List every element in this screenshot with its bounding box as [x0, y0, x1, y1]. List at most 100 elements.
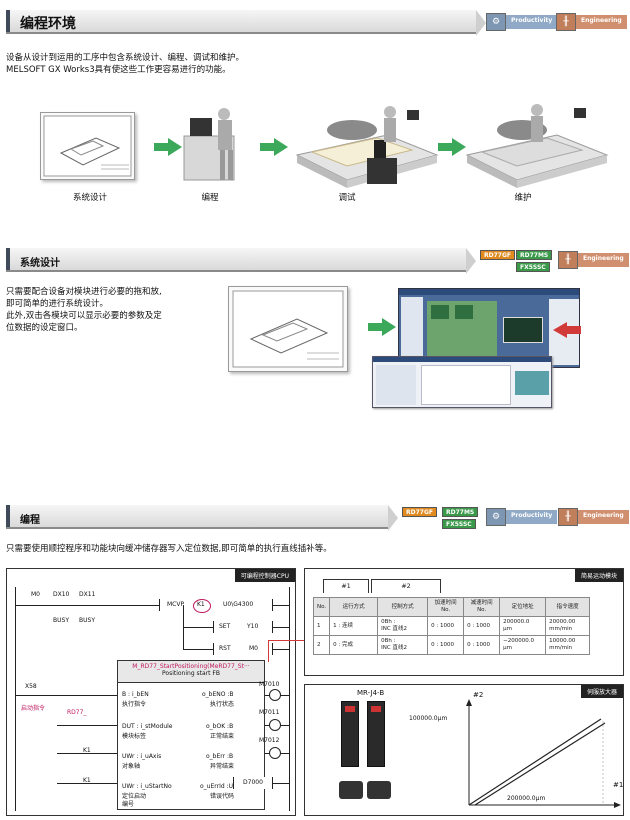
engineering-badge: ╫ Engineering [558, 251, 629, 269]
coil-label-m7011: M7011 [259, 709, 280, 716]
fb-input-line [57, 753, 117, 754]
start-command-label: 启动指令 [21, 705, 46, 712]
contact-dx11: DX11 [79, 591, 96, 598]
section-header-programming: 编程 RD77GF RD77MS FX5SSC ⚙ Productivity ╫… [6, 505, 629, 531]
tab-2[interactable]: #2 [371, 579, 441, 593]
busy-label-1: BUSY [53, 617, 69, 624]
header-bar [6, 10, 476, 34]
fb-in-axis: UWr : i_uAxis [122, 753, 162, 760]
mcvp-instruction: MCVP [167, 601, 185, 608]
fb-in-en-desc: 执行指令 [122, 701, 147, 708]
x-value-label: 200000.0μm [507, 795, 546, 802]
gear-icon: ⚙ [486, 508, 506, 526]
servo-model-label: MR-J4-B [357, 689, 385, 697]
flow-arrow-3 [438, 138, 466, 156]
fb-in-module-desc: 模块标签 [122, 733, 147, 740]
fb-out-ok: o_bOK :B [206, 723, 234, 730]
fb-input-line [57, 725, 117, 726]
flow-arrow-1 [154, 138, 182, 156]
flow-arrow-2 [260, 138, 288, 156]
engineering-badge: ╫ Engineering [558, 508, 629, 526]
gx-works3-param-window [372, 356, 552, 408]
debug-machine-illustration [295, 106, 439, 188]
section-title: 系统设计 [20, 258, 60, 269]
fb-out-err-desc: 异常结束 [210, 763, 235, 770]
gear-icon: ⚙ [486, 13, 506, 31]
window-titlebar [373, 357, 551, 362]
fb-in-startno-desc2: 编号 [122, 801, 135, 808]
red-arrow-icon [553, 322, 567, 338]
rd77-label: RD77_ [67, 709, 87, 716]
fb-out-errid-desc: 错误代码 [210, 793, 235, 800]
fb-out-ok-desc: 正常结束 [210, 733, 235, 740]
k-const-2: K1 [83, 777, 91, 784]
maintenance-machine-illustration [465, 104, 609, 188]
plc-cpu-header: 可编程控制器CPU [234, 569, 295, 582]
window-tree-pane [401, 297, 423, 367]
fb-header: M_RD77_StartPositioning(MeRD77_St··· Pos… [118, 661, 264, 683]
simple-motion-module-panel: 简易运动模块 #1 #2 No. 运行方式 控制方式 加速时间 No. 减速时间… [304, 568, 624, 676]
window-titlebar [399, 289, 579, 295]
gx-works3-main-window [398, 288, 580, 368]
d7000-box [233, 777, 273, 789]
cad-drawing-frame [40, 112, 135, 180]
param-grid [421, 365, 511, 405]
k-const-1: K1 [83, 747, 91, 754]
connector-line [268, 640, 269, 662]
header-arrow [476, 10, 486, 36]
step-label-debug: 调试 [338, 193, 356, 203]
coil-label-m7012: M7012 [259, 737, 280, 744]
set-instruction: SET [219, 623, 231, 630]
section-title: 编程 [20, 515, 40, 526]
param-list [376, 365, 416, 405]
servo-amplifier-1 [341, 701, 359, 767]
cad-drawing-icon [232, 290, 344, 368]
header-bar [6, 248, 466, 272]
axis2-label: #2 [473, 691, 484, 699]
section3-description: 只需要使用顺控程序和功能块向缓冲储存器写入定位数据,即可简单的执行直线插补等。 [6, 544, 332, 554]
productivity-badge: ⚙ Productivity [486, 13, 558, 31]
coil-m7012 [269, 747, 281, 759]
table-row[interactable]: 1 1 : 连续 0Bh : INC 直线2 0 : 1000 0 : 1000… [312, 616, 591, 636]
fb-in-axis-desc: 对象轴 [122, 763, 141, 770]
d7000-operand: D7000 [243, 779, 263, 786]
module-detail [503, 317, 543, 343]
servo-amplifier-panel: 伺服放大器 MR-J4-B #2 #1 100000.0μm 200000.0μ… [304, 684, 624, 816]
tag-rd77gf: RD77GF [480, 250, 515, 260]
engineer-pc-illustration [183, 108, 235, 181]
tab-1[interactable]: #1 [323, 579, 369, 593]
header-bar [6, 505, 388, 529]
fb-out-eno: o_bENO :B [202, 691, 234, 698]
fb-in-module: DUT : i_stModule [122, 723, 173, 730]
system-design-drawing-frame [228, 286, 348, 372]
ladder-icon: ╫ [556, 13, 576, 31]
servo-motor-2 [367, 781, 391, 799]
interpolation-graph [466, 699, 621, 808]
servo-amplifier-header: 伺服放大器 [580, 685, 623, 698]
fb-in-startno-desc: 定位启动 [122, 793, 147, 800]
fb-in-en: B : i_bEN [122, 691, 149, 698]
tag-fx5ssc: FX5SSC [442, 519, 476, 529]
rung-line [15, 605, 289, 606]
connector-line [268, 640, 304, 641]
servo-amplifier-2 [367, 701, 385, 767]
tag-fx5ssc: FX5SSC [516, 262, 550, 272]
step-label-maintenance: 维护 [514, 193, 532, 203]
module-block [431, 305, 449, 319]
engineering-badge: ╫ Engineering [556, 13, 627, 31]
right-power-rail [289, 587, 290, 811]
u0g4300-operand: U0\G4300 [223, 601, 254, 608]
table-row[interactable]: 2 0 : 完成 0Bh : INC 直线2 0 : 1000 0 : 1000… [312, 635, 591, 655]
module-block [455, 305, 473, 319]
set-box [213, 621, 273, 633]
fb-out-eno-desc: 执行状态 [210, 701, 235, 708]
table-header-row: No. 运行方式 控制方式 加速时间 No. 减速时间 No. 定位地址 指令速… [312, 597, 591, 617]
coil-label-m7010: M7010 [259, 681, 280, 688]
header-arrow [466, 248, 476, 274]
step-label-system-design: 系统设计 [72, 193, 107, 203]
tag-rd77ms: RD77MS [442, 507, 479, 517]
axis1-label: #1 [613, 781, 624, 789]
contact-dx10: DX10 [53, 591, 70, 598]
m0-operand: M0 [249, 645, 258, 652]
cad-drawing-icon [43, 115, 132, 177]
